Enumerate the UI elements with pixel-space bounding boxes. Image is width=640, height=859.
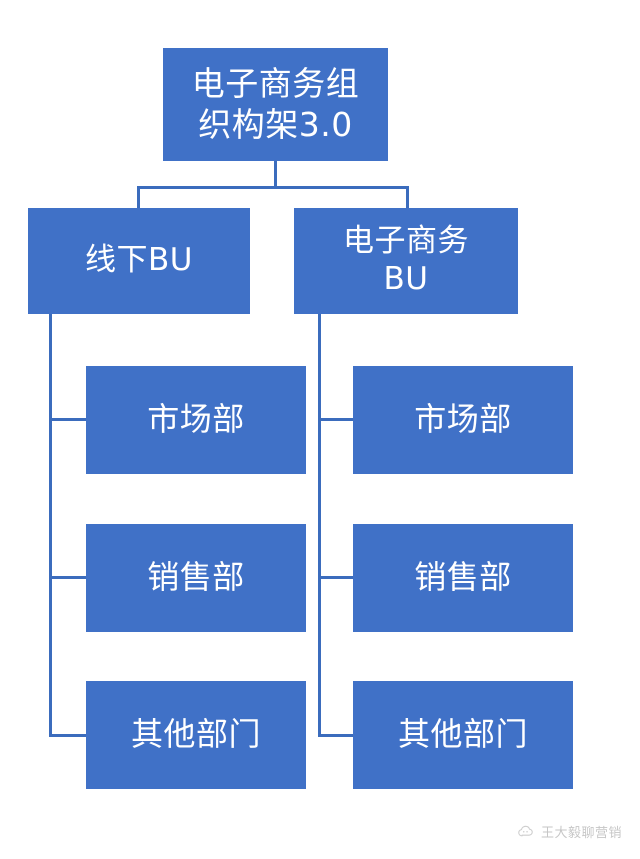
org-node-root-title: 电子商务组 织构架3.0 — [163, 48, 388, 161]
org-node-offline-bu: 线下BU — [28, 208, 250, 314]
org-node-ecommerce-sales: 销售部 — [353, 524, 573, 632]
org-node-offline-sales: 销售部 — [86, 524, 306, 632]
org-node-ecommerce-bu: 电子商务 BU — [294, 208, 518, 314]
connector-right-trunk — [318, 314, 321, 737]
org-node-ecommerce-marketing: 市场部 — [353, 366, 573, 474]
connector-left-branch-3 — [49, 734, 88, 737]
connector-title-stem — [274, 161, 277, 188]
org-node-offline-other: 其他部门 — [86, 681, 306, 789]
connector-right-branch-3 — [318, 734, 355, 737]
cloud-logo-icon — [517, 823, 534, 840]
connector-left-trunk — [49, 314, 52, 737]
watermark: 王大毅聊营销 — [517, 822, 622, 841]
connector-title-horizontal — [137, 186, 409, 189]
connector-left-branch-1 — [49, 418, 88, 421]
connector-left-branch-2 — [49, 576, 88, 579]
connector-title-to-right-bu — [406, 186, 409, 210]
connector-right-branch-1 — [318, 418, 355, 421]
org-node-ecommerce-other: 其他部门 — [353, 681, 573, 789]
org-node-offline-marketing: 市场部 — [86, 366, 306, 474]
connector-title-to-left-bu — [137, 186, 140, 210]
watermark-text: 王大毅聊营销 — [540, 826, 622, 841]
connector-right-branch-2 — [318, 576, 355, 579]
